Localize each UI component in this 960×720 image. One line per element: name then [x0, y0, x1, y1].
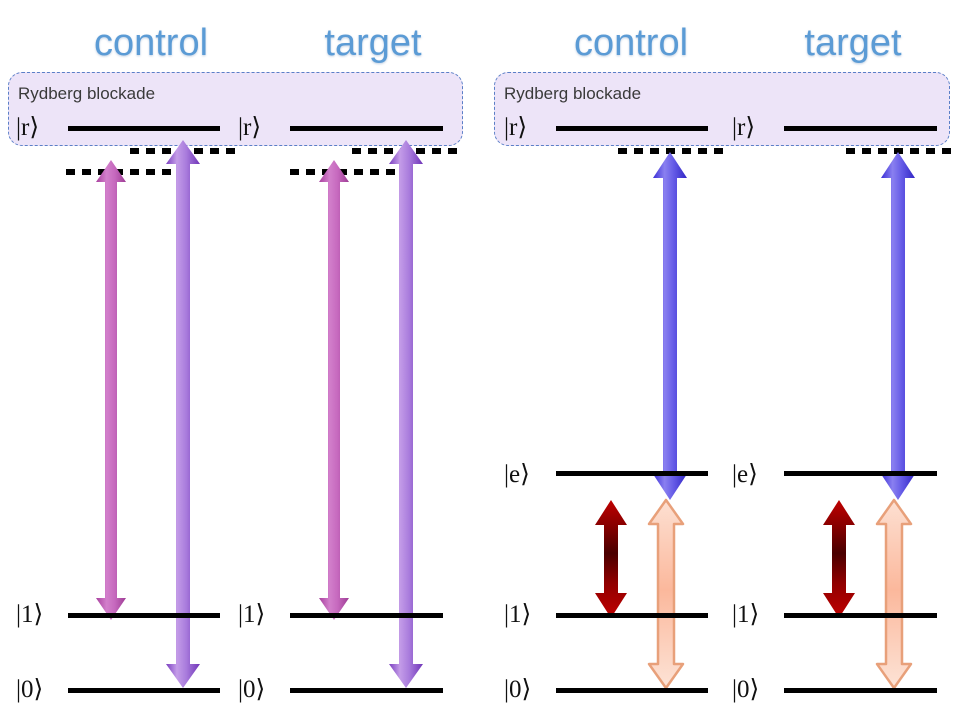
- detuning-line-target2-high: [846, 148, 956, 154]
- level-label-target2-one: |1⟩: [732, 601, 760, 628]
- level-line-target2-zero: [784, 688, 937, 693]
- level-label-target2-zero: |0⟩: [732, 676, 760, 703]
- panel-three-level-scheme: control target Rydberg blockade |r⟩ |r⟩: [480, 0, 960, 720]
- transition-arrow-target2-e-to-r: [878, 152, 918, 500]
- detuning-line-control2-high: [618, 148, 728, 154]
- transition-arrow-target-zero-to-r: [386, 140, 426, 688]
- level-label-control-zero: |0⟩: [16, 676, 44, 703]
- level-label-control-one: |1⟩: [16, 601, 44, 628]
- level-line-control2-r: [556, 126, 708, 131]
- rydberg-blockade-label-2: Rydberg blockade: [504, 84, 642, 103]
- level-line-control-one: [68, 613, 220, 618]
- level-label-control2-one: |1⟩: [504, 601, 532, 628]
- level-line-target-one: [290, 613, 443, 618]
- detuning-line-control-low: [66, 169, 176, 175]
- level-label-control-r: |r⟩: [16, 114, 40, 141]
- column-title-control: control: [93, 22, 209, 64]
- transition-arrow-control-zero-to-r: [163, 140, 203, 688]
- level-line-target2-e: [784, 471, 937, 476]
- transition-arrow-control2-zero-to-e: [646, 498, 686, 690]
- transition-arrow-control2-one-to-e: [592, 500, 630, 618]
- level-label-control2-e: |e⟩: [504, 461, 530, 488]
- level-line-control-r: [68, 126, 220, 131]
- column-title-target-2: target: [804, 22, 902, 64]
- detuning-line-target-low: [290, 169, 400, 175]
- level-line-target-r: [290, 126, 443, 131]
- level-line-control2-one: [556, 613, 708, 618]
- level-line-control2-zero: [556, 688, 708, 693]
- level-line-control2-e: [556, 471, 708, 476]
- rydberg-blockade-label: Rydberg blockade: [18, 84, 156, 103]
- transition-arrow-control-one-to-r: [93, 160, 129, 620]
- level-label-target-zero: |0⟩: [238, 676, 266, 703]
- column-title-target: target: [324, 22, 422, 64]
- level-line-target2-one: [784, 613, 937, 618]
- level-line-target-zero: [290, 688, 443, 693]
- transition-arrow-target2-zero-to-e: [874, 498, 914, 690]
- panel-two-photon-scheme: control target Rydberg blockade |r⟩ |r⟩: [8, 22, 463, 703]
- level-label-target2-r: |r⟩: [732, 114, 756, 141]
- level-label-target-one: |1⟩: [238, 601, 266, 628]
- level-label-control2-r: |r⟩: [504, 114, 528, 141]
- level-label-target-r: |r⟩: [238, 114, 262, 141]
- transition-arrow-target-one-to-r: [316, 160, 352, 620]
- transition-arrow-control2-e-to-r: [650, 152, 690, 500]
- level-line-control-zero: [68, 688, 220, 693]
- rydberg-blockade-box: [8, 72, 463, 146]
- level-line-target2-r: [784, 126, 937, 131]
- level-label-control2-zero: |0⟩: [504, 676, 532, 703]
- transition-arrow-target2-one-to-e: [820, 500, 858, 618]
- rydberg-blockade-box-2: [494, 72, 950, 146]
- column-title-control-2: control: [573, 22, 689, 64]
- level-label-target2-e: |e⟩: [732, 461, 758, 488]
